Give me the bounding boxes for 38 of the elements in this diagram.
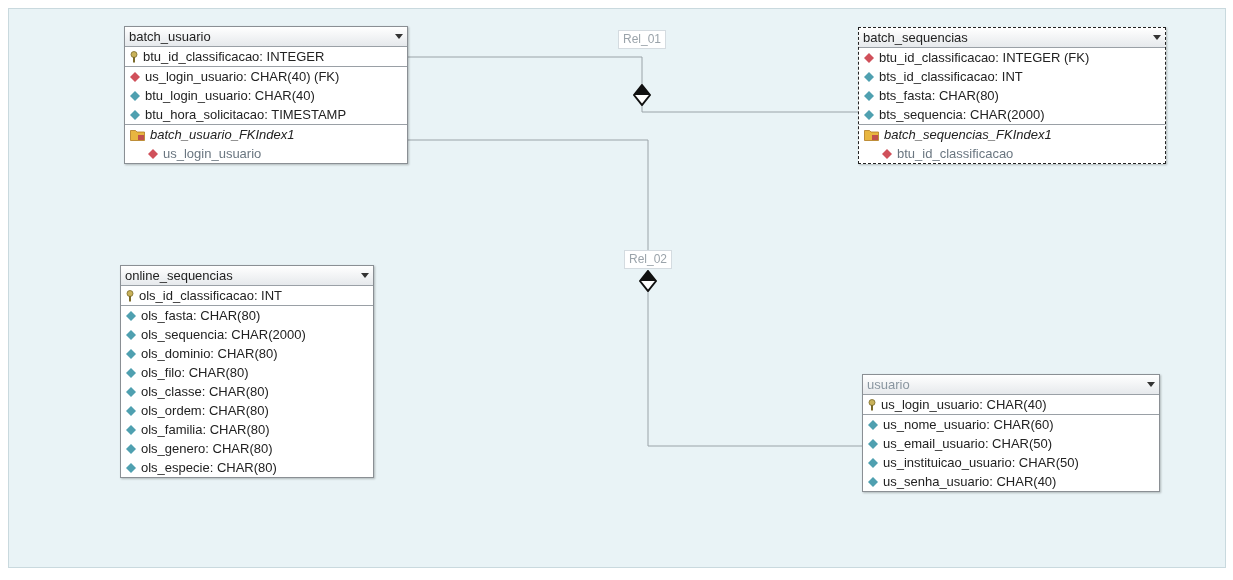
column-name: us_senha_usuario: CHAR(40) — [883, 474, 1057, 489]
column-name: ols_classe: CHAR(80) — [141, 384, 269, 399]
relationship-line — [641, 105, 859, 113]
table-name: usuario — [867, 377, 910, 392]
column-name: btu_login_usuario: CHAR(40) — [145, 88, 315, 103]
column-name: us_instituicao_usuario: CHAR(50) — [883, 455, 1079, 470]
column-name: us_email_usuario: CHAR(50) — [883, 436, 1053, 451]
column-name: ols_fasta: CHAR(80) — [141, 308, 261, 323]
table-name: online_sequencias — [125, 268, 233, 283]
index-column: us_login_usuario — [163, 146, 262, 161]
column-name: ols_sequencia: CHAR(2000) — [141, 327, 306, 342]
table-name: batch_usuario — [129, 29, 211, 44]
table-box — [862, 374, 1160, 492]
index-name: batch_sequencias_FKIndex1 — [884, 127, 1052, 142]
column-name: ols_id_classificacao: INT — [139, 288, 283, 303]
column-name: bts_id_classificacao: INT — [879, 69, 1023, 84]
column-name: btu_id_classificacao: INTEGER (FK) — [879, 50, 1090, 65]
column-name: btu_id_classificacao: INTEGER — [143, 49, 325, 64]
column-name: btu_hora_solicitacao: TIMESTAMP — [145, 107, 347, 122]
column-name: ols_familia: CHAR(80) — [141, 422, 270, 437]
column-name: us_login_usuario: CHAR(40) — [881, 397, 1047, 412]
column-name: ols_dominio: CHAR(80) — [141, 346, 278, 361]
relationship-line — [647, 291, 863, 447]
table-box — [124, 26, 408, 164]
table-box — [858, 27, 1166, 164]
index-name: batch_usuario_FKIndex1 — [150, 127, 295, 142]
column-name: us_nome_usuario: CHAR(60) — [883, 417, 1054, 432]
table-name: batch_sequencias — [863, 30, 968, 45]
column-name: us_login_usuario: CHAR(40) (FK) — [145, 69, 340, 84]
relationship-label: Rel_01 — [618, 30, 666, 49]
column-name: bts_fasta: CHAR(80) — [879, 88, 999, 103]
column-name: ols_filo: CHAR(80) — [141, 365, 249, 380]
column-name: ols_especie: CHAR(80) — [141, 460, 277, 475]
column-name: ols_genero: CHAR(80) — [141, 441, 273, 456]
index-column: btu_id_classificacao — [897, 146, 1014, 161]
column-name: bts_sequencia: CHAR(2000) — [879, 107, 1045, 122]
table-box — [120, 265, 374, 478]
column-name: ols_ordem: CHAR(80) — [141, 403, 269, 418]
